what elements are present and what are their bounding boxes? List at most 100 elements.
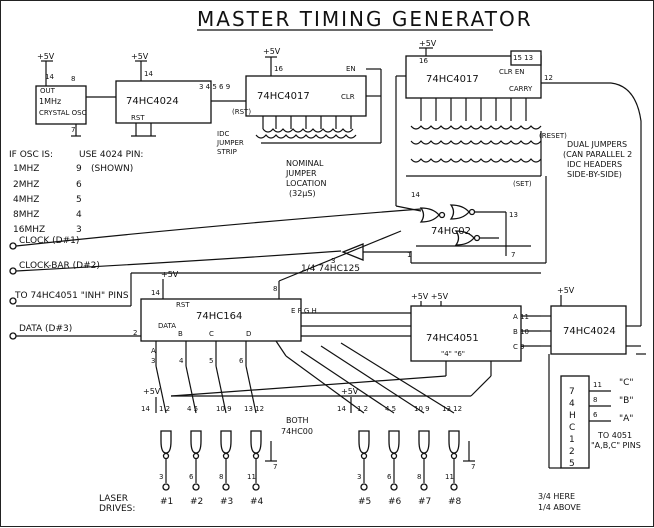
svg-text:13 12: 13 12: [244, 405, 264, 413]
laser-drive-terminal[interactable]: [450, 483, 458, 491]
svg-text:14: 14: [337, 405, 346, 413]
clock-bar-label: CLOCK-BAR (D#2): [19, 261, 100, 271]
svg-text:5: 5: [76, 195, 82, 205]
nominal-jumper-note: NOMINAL: [286, 159, 324, 168]
svg-text:JUMPER: JUMPER: [216, 139, 244, 147]
chip-74hc4051: 74HC4051 "4" "6" +5V +5V A 11 B 10 C 9: [410, 292, 541, 376]
svg-text:3: 3: [151, 357, 155, 365]
buffer-label: 1/4 74HC125: [301, 264, 360, 274]
laser-drive-label: #2: [190, 497, 203, 507]
svg-text:11: 11: [247, 473, 256, 481]
svg-text:8: 8: [219, 473, 223, 481]
svg-text:(SHOWN): (SHOWN): [91, 164, 133, 174]
svg-text:4MHZ: 4MHZ: [13, 195, 39, 205]
svg-text:+5V: +5V: [341, 387, 359, 396]
svg-text:10 9: 10 9: [414, 405, 430, 413]
svg-text:C: C: [209, 330, 214, 338]
svg-text:15 13: 15 13: [513, 54, 533, 62]
page-title: MASTER TIMING GENERATOR: [197, 7, 533, 31]
osc-out-label: OUT: [40, 87, 56, 95]
svg-text:B 10: B 10: [513, 328, 529, 336]
laser-drive-terminal[interactable]: [390, 483, 398, 491]
svg-text:14: 14: [144, 70, 153, 78]
chip-74hc4051-label: 74HC4051: [426, 333, 479, 344]
chip-74hc4017b-label: 74HC4017: [426, 74, 479, 85]
svg-text:13: 13: [509, 211, 518, 219]
both-74hc00-note: BOTH: [286, 416, 309, 425]
clock-label: CLOCK (D#1): [19, 236, 79, 246]
svg-text:A 11: A 11: [513, 313, 529, 321]
svg-text:16MHZ: 16MHZ: [13, 225, 45, 235]
laser-drive-label: #7: [418, 497, 431, 507]
laser-drive-label: #6: [388, 497, 402, 507]
chip-74hc4024-label: 74HC4024: [126, 96, 179, 107]
svg-text:5: 5: [209, 357, 213, 365]
osc-table-row: 4MHZ 5: [13, 195, 82, 205]
svg-text:(CAN PARALLEL 2: (CAN PARALLEL 2: [563, 150, 632, 159]
svg-text:CLR EN: CLR EN: [499, 68, 525, 76]
chip-74hc02-label: 74HC02: [431, 226, 471, 237]
svg-text:CLR: CLR: [341, 93, 355, 101]
svg-text:4 5: 4 5: [385, 405, 396, 413]
to-4051-note: TO 4051: [597, 431, 632, 440]
svg-text:5: 5: [569, 459, 575, 469]
chip-74hc4024-top: 74HC4024 RST +5V 14 3 4 5 6 9: [115, 52, 246, 137]
data-terminal[interactable]: [9, 332, 17, 340]
svg-text:10 9: 10 9: [216, 405, 232, 413]
laser-drive-label: #3: [220, 497, 233, 507]
svg-text:6: 6: [239, 357, 244, 365]
svg-text:7: 7: [511, 251, 515, 259]
osc-table-row: 16MHZ 3: [13, 225, 82, 235]
svg-text:E F G H: E F G H: [291, 307, 317, 315]
dual-idc-headers: (RESET) (SET) DUAL JUMPERS (CAN PARALLEL…: [406, 125, 632, 188]
svg-text:9: 9: [76, 164, 82, 174]
chip-74hc4024b-label: 74HC4024: [563, 326, 616, 337]
idc-jumper-strip-a: IDC JUMPER STRIP NOMINAL JUMPER LOCATION…: [216, 128, 357, 198]
chip-74hc4017-b: 74HC4017 CLR EN CARRY +5V 16 15 13 12: [395, 39, 611, 206]
svg-text:11: 11: [593, 381, 602, 389]
chip-74hc164-label: 74HC164: [196, 311, 242, 322]
svg-text:4: 4: [76, 210, 82, 220]
svg-text:IDC HEADERS: IDC HEADERS: [567, 160, 622, 169]
svg-text:1: 1: [407, 251, 411, 259]
laser-drive-label: #8: [448, 497, 462, 507]
laser-drive-terminal[interactable]: [222, 483, 230, 491]
laser-drive-terminal[interactable]: [192, 483, 200, 491]
svg-text:+5V +5V: +5V +5V: [411, 292, 449, 301]
laser-drive-terminal[interactable]: [252, 483, 260, 491]
svg-text:RST: RST: [131, 114, 145, 122]
clock-lines: CLOCK (D#1) CLOCK-BAR (D#2): [9, 208, 422, 275]
nand-bank-left: +5V 14 1 2 4 5 10 9 13 12 3 6 8 11 7: [141, 387, 277, 483]
svg-text:LOCATION: LOCATION: [286, 179, 326, 188]
svg-text:RST: RST: [176, 301, 190, 309]
laser-drive-terminal[interactable]: [420, 483, 428, 491]
svg-text:3: 3: [76, 225, 82, 235]
svg-text:6: 6: [189, 473, 194, 481]
svg-text:6: 6: [593, 411, 598, 419]
osc-label: 1MHz: [39, 97, 61, 106]
clock-terminal[interactable]: [9, 242, 17, 250]
chip-74hc4024-right: 74HC4024 +5V: [541, 82, 646, 355]
svg-text:A: A: [151, 347, 156, 355]
osc-table-header-left: IF OSC IS:: [9, 150, 53, 160]
inh-terminal[interactable]: [9, 297, 17, 305]
svg-text:DATA: DATA: [158, 322, 176, 330]
svg-text:3: 3: [357, 473, 361, 481]
svg-text:+5V: +5V: [557, 286, 575, 295]
svg-text:8: 8: [273, 285, 277, 293]
osc-pin-table: IF OSC IS: USE 4024 PIN: 1MHZ 9 (SHOWN) …: [9, 150, 143, 235]
svg-text:SIDE-BY-SIDE): SIDE-BY-SIDE): [567, 170, 622, 179]
chip-74hc125-vertical: 7 4 H C 1 2 5 11 8 6 "C" "B" "A" TO 4051…: [538, 354, 641, 512]
clock-bar-terminal[interactable]: [9, 267, 17, 275]
osc-table-row: 2MHZ 6: [13, 180, 82, 190]
laser-drive-terminal[interactable]: [162, 483, 170, 491]
svg-text:14: 14: [45, 73, 54, 81]
svg-text:H: H: [569, 411, 576, 421]
osc-supply: +5V: [37, 52, 55, 61]
svg-text:STRIP: STRIP: [217, 148, 237, 156]
svg-text:6: 6: [76, 180, 82, 190]
laser-drive-terminal[interactable]: [360, 483, 368, 491]
svg-text:2: 2: [133, 329, 137, 337]
